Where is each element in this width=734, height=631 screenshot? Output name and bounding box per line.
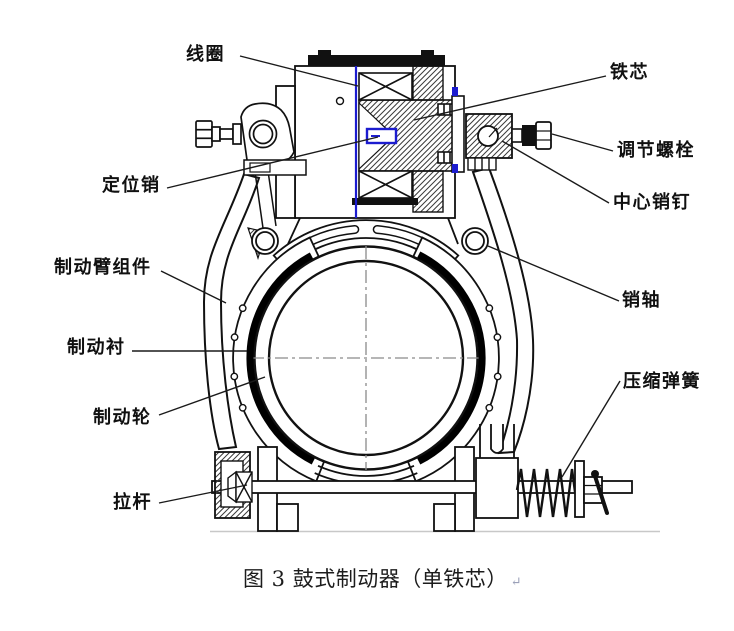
label-brake-lining: 制动衬 (67, 337, 126, 358)
label-brake-wheel: 制动轮 (93, 407, 152, 428)
magnet-right-plate (437, 87, 465, 173)
adjusting-bolt-part (511, 121, 552, 150)
leader-lines (132, 55, 621, 504)
cotter-pin (592, 471, 609, 515)
label-coil: 线圈 (186, 44, 225, 65)
pin-boss-left (251, 227, 279, 255)
drum-centerlines (251, 246, 484, 470)
pin-boss-right (461, 227, 489, 255)
tie-rod (211, 480, 633, 494)
leader-pin-shaft (487, 245, 620, 302)
label-adjusting-bolt: 调节螺栓 (617, 140, 695, 161)
leader-pull-rod (158, 484, 248, 504)
spring-washer (574, 460, 585, 518)
rod-clevis (227, 470, 253, 504)
label-brake-arm-assembly: 制动臂组件 (54, 257, 152, 278)
leader-brake-wheel (158, 376, 266, 416)
leader-brake-arm-assembly (160, 270, 227, 304)
center-pin-bracket (465, 113, 513, 171)
label-locating-pin: 定位销 (102, 175, 161, 196)
label-iron-core: 铁芯 (610, 62, 649, 83)
locating-pin-marker (365, 127, 398, 145)
brake-drum (251, 245, 484, 471)
figure-caption-text: 图 3 鼓式制动器（单铁芯） (243, 567, 508, 591)
label-compression-spring: 压缩弹簧 (623, 371, 701, 392)
spring-coil (515, 468, 577, 518)
leader-compression-spring (561, 380, 621, 478)
coil-section-top (358, 72, 413, 101)
brake-lining-right-arc (417, 251, 486, 465)
label-center-pin: 中心销钉 (613, 192, 691, 213)
left-brake-arm (202, 170, 277, 451)
figure-caption: 图 3 鼓式制动器（单铁芯）↵ (243, 566, 522, 593)
leader-locating-pin (166, 136, 379, 189)
coil-section-bottom (358, 170, 413, 199)
label-pin-shaft: 销轴 (622, 290, 661, 311)
brake-lining-left-arc (246, 252, 315, 465)
leader-adjusting-bolt (551, 133, 614, 152)
electromagnet (275, 50, 465, 245)
leader-center-pin (501, 140, 610, 204)
paragraph-return-mark: ↵ (510, 575, 523, 590)
compression-spring-part (515, 460, 609, 518)
leader-iron-core (413, 75, 607, 121)
magnet-top-cap (308, 55, 445, 66)
label-pull-rod: 拉杆 (113, 492, 152, 513)
leader-coil (239, 55, 359, 87)
